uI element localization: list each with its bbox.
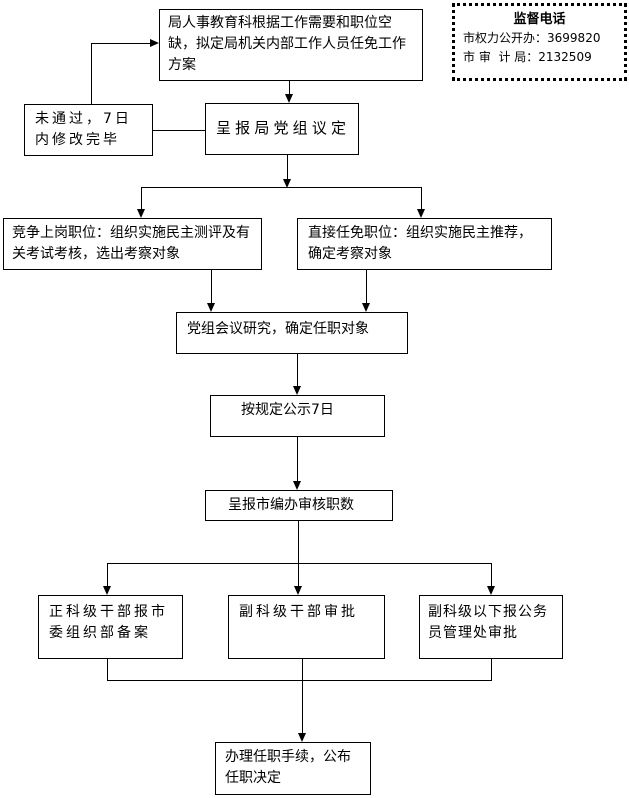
node-report-party: 呈报局党组议定 — [205, 103, 359, 155]
node-section-chief: 正科级干部报市委组织部备案 — [38, 595, 183, 659]
node-draft: 局人事教育科根据工作需要和职位空缺，拟定局机关内部工作人员任免工作方案 — [159, 9, 423, 81]
arrow-down — [103, 586, 111, 595]
node-meeting: 党组会议研究，确定任职对象 — [176, 312, 408, 354]
connector — [289, 81, 290, 95]
arrow-down — [293, 386, 301, 395]
phone-number-2: 2132509 — [538, 50, 592, 64]
connector — [491, 659, 492, 680]
node-compete: 竞争上岗职位：组织实施民主测评及有关考试考核，选出考察对象 — [3, 218, 262, 270]
connector — [298, 521, 299, 587]
connector — [91, 43, 151, 44]
connector — [107, 680, 492, 681]
arrow-right — [150, 39, 159, 47]
node-below-deputy: 副科级以下报公务员管理处审批 — [419, 595, 563, 659]
arrow-down — [298, 733, 306, 742]
connector — [141, 187, 422, 188]
connector — [107, 563, 108, 587]
arrow-down — [417, 209, 425, 218]
arrow-down — [293, 481, 301, 490]
arrow-down — [283, 179, 291, 188]
supervision-title: 监督电话 — [513, 12, 566, 27]
connector — [211, 270, 212, 304]
arrow-down — [487, 586, 495, 595]
phone-label-1: 市权力公开办： — [463, 31, 548, 45]
connector — [491, 563, 492, 587]
node-report-bureau: 呈报市编办审核职数 — [205, 490, 393, 521]
connector — [302, 659, 303, 734]
connector — [107, 659, 108, 680]
connector — [366, 270, 367, 304]
arrow-down — [294, 586, 302, 595]
connector — [421, 187, 422, 210]
arrow-down — [137, 209, 145, 218]
connector — [91, 43, 92, 104]
connector — [153, 130, 205, 131]
connector — [297, 437, 298, 482]
connector — [141, 187, 142, 210]
node-final: 办理任职手续，公布任职决定 — [215, 742, 371, 795]
phone-number-1: 3699820 — [547, 31, 601, 45]
arrow-down — [207, 303, 215, 312]
connector — [107, 563, 492, 564]
connector — [297, 354, 298, 387]
arrow-down — [362, 303, 370, 312]
node-rejected: 未通过，7日内修改完毕 — [24, 104, 153, 156]
supervision-phone-box: 监督电话 市权力公开办：3699820 市 审 计 局：2132509 — [452, 3, 627, 81]
node-direct: 直接任免职位：组织实施民主推荐，确定考察对象 — [297, 218, 552, 270]
arrow-down — [285, 94, 293, 103]
connector — [287, 155, 288, 179]
node-deputy: 副科级干部审批 — [228, 595, 385, 659]
phone-label-2: 市 审 计 局： — [463, 50, 539, 64]
node-publicize: 按规定公示7日 — [210, 395, 385, 437]
